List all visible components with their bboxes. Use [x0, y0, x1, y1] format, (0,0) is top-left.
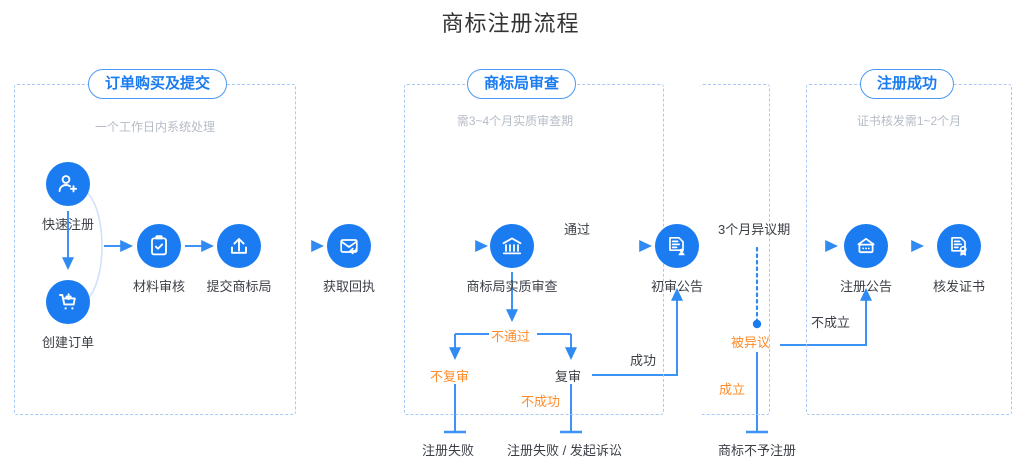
edge-label-objection-period: 3个月异议期 [718, 222, 791, 237]
node-first-notice[interactable]: 初审公告 [627, 224, 727, 295]
edge-label-objected: 被异议 [731, 335, 771, 350]
edge-label-fail-exam: 不通过 [491, 329, 531, 344]
edge-label-reexam: 复审 [555, 369, 582, 384]
node-material-review[interactable]: 材料审核 [109, 224, 209, 295]
node-register-notice[interactable]: 注册公告 [816, 224, 916, 295]
node-label: 初审公告 [650, 279, 703, 294]
phase-subtitle-success-text: 证书核发需1~2个月 [856, 114, 962, 128]
node-label: 获取回执 [322, 279, 375, 294]
node-submit-office[interactable]: 提交商标局 [189, 224, 289, 295]
phase-subtitle-review-text: 需3~4个月实质审查期 [456, 114, 574, 128]
certificate-icon [937, 224, 981, 268]
terminal-trademark-denied: 商标不予注册 [718, 443, 797, 458]
terminal-reg-fail: 注册失败 [422, 443, 475, 458]
phase-box-review-right [700, 84, 770, 415]
node-substantive-exam[interactable]: 商标局实质审查 [462, 224, 562, 295]
node-quick-register[interactable]: 快速注册 [18, 162, 118, 233]
edge-label-reexam-fail: 不成功 [521, 394, 561, 409]
edge-label-objection-invalid: 不成立 [811, 315, 851, 330]
edge-label-pass-exam: 通过 [564, 222, 591, 237]
phase-subtitle-success: 证书核发需1~2个月 [806, 112, 1012, 129]
edge-label-no-reexam: 不复审 [430, 369, 470, 384]
upload-icon [217, 224, 261, 268]
terminal-reg-fail-sue: 注册失败 / 发起诉讼 [507, 443, 622, 458]
document-user-icon [655, 224, 699, 268]
phase-subtitle-order: 一个工作日内系统处理 [14, 118, 296, 135]
node-label: 核发证书 [932, 279, 985, 294]
page-title: 商标注册流程 [441, 11, 580, 36]
announcement-icon [844, 224, 888, 268]
phase-title-review: 商标局审查 [484, 75, 560, 92]
node-label: 注册公告 [839, 279, 892, 294]
phase-subtitle-order-text: 一个工作日内系统处理 [94, 120, 215, 134]
phase-title-success: 注册成功 [877, 75, 938, 92]
node-issue-cert[interactable]: 核发证书 [909, 224, 1009, 295]
node-label: 创建订单 [41, 335, 94, 350]
node-label: 材料审核 [132, 279, 185, 294]
user-add-icon [46, 162, 90, 206]
shopping-cart-icon [46, 280, 90, 324]
node-label: 快速注册 [41, 217, 94, 232]
node-create-order[interactable]: 创建订单 [18, 280, 118, 351]
bank-icon [490, 224, 534, 268]
node-label: 提交商标局 [206, 279, 272, 294]
envelope-reply-icon [327, 224, 371, 268]
node-label: 商标局实质审查 [466, 279, 558, 294]
phase-pill-success: 注册成功 [860, 69, 955, 99]
phase-pill-review: 商标局审查 [467, 69, 577, 99]
node-get-receipt[interactable]: 获取回执 [299, 224, 399, 295]
phase-pill-order: 订单购买及提交 [88, 69, 228, 99]
edge-label-reexam-success: 成功 [630, 353, 657, 368]
phase-subtitle-review: 需3~4个月实质审查期 [404, 112, 626, 129]
phase-title-order: 订单购买及提交 [105, 75, 211, 92]
clipboard-check-icon [137, 224, 181, 268]
edge-label-objection-valid: 成立 [719, 382, 746, 397]
